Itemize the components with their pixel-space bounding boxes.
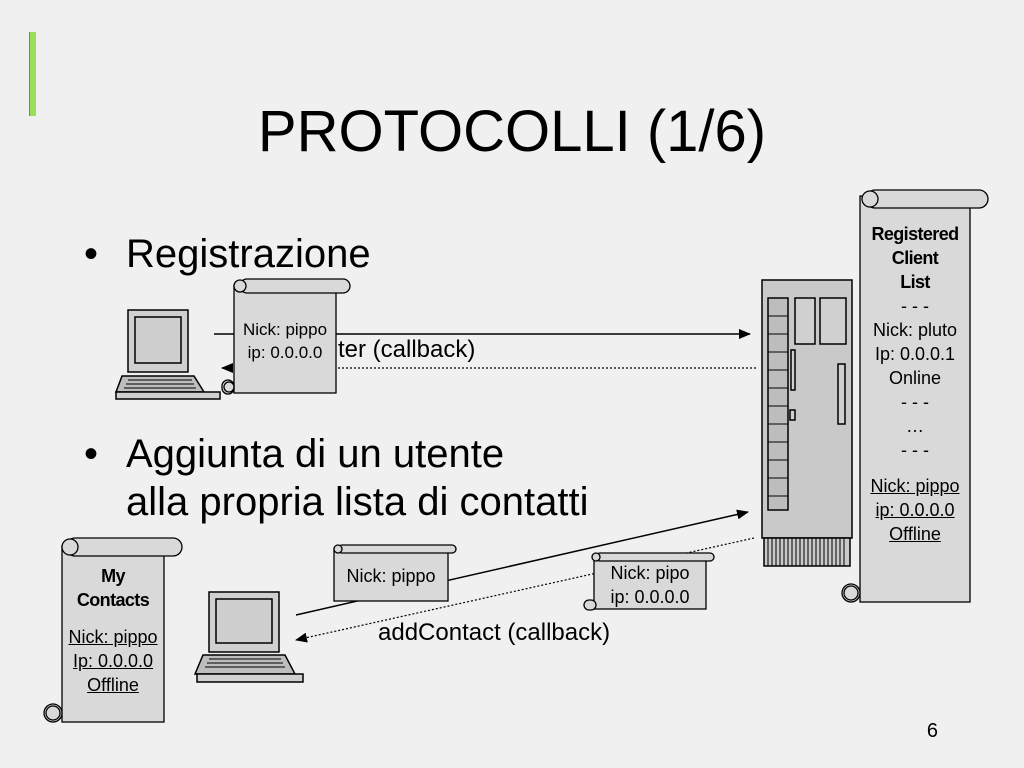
add-contact-label: addContact (callback) <box>378 619 611 646</box>
laptop-icon <box>114 309 221 400</box>
register-reply-label: ter (callback) <box>338 336 476 363</box>
add-contact-request: Nick: pippo <box>346 566 436 586</box>
entry-ip: ip: 0.0.0.0 <box>875 500 955 520</box>
bullet-text-line1: Aggiunta di un utente <box>126 432 505 476</box>
laptop-icon <box>193 591 304 683</box>
entry-status: Online <box>888 368 942 388</box>
response-ip: ip: 0.0.0.0 <box>610 587 690 607</box>
contacts-title-line: Contacts <box>76 590 150 610</box>
list-ellipsis: … <box>906 416 924 436</box>
server-icon <box>761 279 853 567</box>
entry-status: Offline <box>889 524 941 544</box>
registration-message: Nick: pippo ip: 0.0.0.0 <box>234 318 336 364</box>
slide-title: PROTOCOLLI (1/6) <box>257 99 767 164</box>
list-separator: - - - <box>901 392 929 412</box>
scroll-add-contact-request <box>333 544 457 602</box>
bullet-marker: • <box>84 432 99 476</box>
entry-ip: Ip: 0.0.0.1 <box>874 344 956 364</box>
scroll-registered-client-list <box>841 189 989 603</box>
contacts-title-line: My <box>101 566 125 586</box>
registration-ip: ip: 0.0.0.0 <box>247 343 323 362</box>
entry-nick: Nick: pippo <box>870 476 960 496</box>
contact-ip: Ip: 0.0.0.0 <box>72 651 154 671</box>
response-nick: Nick: pipo <box>610 563 690 583</box>
entry-nick: Nick: pluto <box>872 320 958 340</box>
list-title-line: Registered <box>871 224 959 244</box>
list-separator: - - - <box>901 296 929 316</box>
contact-nick: Nick: pippo <box>68 627 158 647</box>
list-title-line: Client <box>891 248 939 268</box>
accent-bar <box>29 32 36 116</box>
my-contacts: My Contacts Nick: pippo Ip: 0.0.0.0 Offl… <box>62 564 164 697</box>
list-title-line: List <box>900 272 930 292</box>
bullet-aggiunta: • Aggiunta di un utente alla propria list… <box>84 430 588 526</box>
scroll-add-contact-response <box>583 552 715 611</box>
list-separator: - - - <box>901 440 929 460</box>
bullet-registrazione: • Registrazione <box>84 230 371 278</box>
bullet-text: Registrazione <box>126 232 371 276</box>
scroll-registration-message <box>221 278 351 395</box>
bullet-marker: • <box>84 232 99 276</box>
page-number: 6 <box>926 720 938 742</box>
registration-nick: Nick: pippo <box>242 320 328 339</box>
registered-client-list: Registered Client List - - - Nick: pluto… <box>860 222 970 546</box>
contact-status: Offline <box>87 675 139 695</box>
scroll-my-contacts <box>43 537 183 723</box>
bullet-text-line2: alla propria lista di contatti <box>126 480 589 524</box>
add-contact-response: Nick: pipo ip: 0.0.0.0 <box>594 561 706 609</box>
